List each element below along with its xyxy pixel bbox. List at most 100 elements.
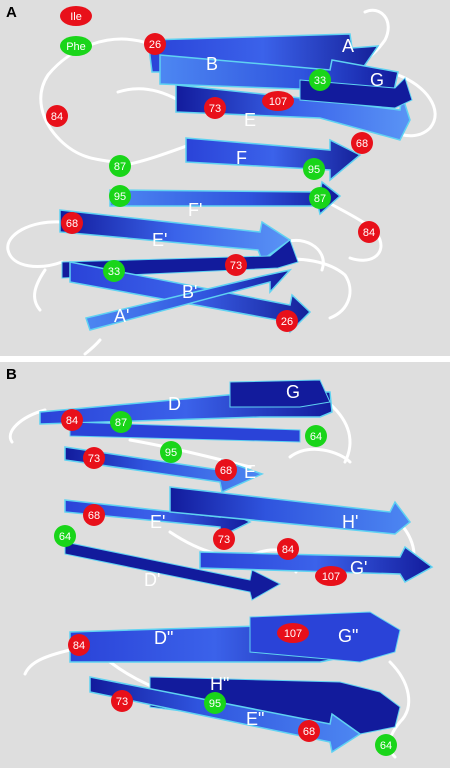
legend-phe-marker [60, 36, 92, 56]
strand-label-e-double-prime: E" [246, 709, 264, 729]
residues-b: 84 87 64 73 95 68 68 64 73 84 107 107 84… [54, 409, 397, 756]
residue-marker: 84 [277, 538, 299, 560]
residue-marker: 73 [204, 97, 226, 119]
residue-marker: 68 [351, 132, 373, 154]
strand-label-d-prime: D' [144, 570, 160, 590]
svg-text:68: 68 [303, 726, 315, 738]
svg-text:68: 68 [356, 138, 368, 150]
svg-text:68: 68 [66, 218, 78, 230]
strand-label-a-prime: A' [114, 306, 129, 326]
residue-marker: 84 [61, 409, 83, 431]
residue-marker: 73 [213, 528, 235, 550]
residue-marker: 33 [309, 69, 331, 91]
residue-marker: 107 [262, 91, 294, 111]
middle-sheet [64, 486, 434, 601]
strand-label-b-prime: B' [182, 282, 197, 302]
svg-text:73: 73 [116, 696, 128, 708]
svg-text:95: 95 [114, 191, 126, 203]
residue-marker: 87 [110, 411, 132, 433]
strand-labels-a: A B G E F F' E' B' A' [114, 36, 384, 326]
residue-marker: 26 [276, 310, 298, 332]
residue-marker: 68 [61, 212, 83, 234]
svg-text:68: 68 [88, 510, 100, 522]
panel-a-structure: Ile Phe A B G E F F' E' B' A' 26 33 84 7… [6, 6, 437, 356]
residue-marker: 73 [111, 690, 133, 712]
svg-text:33: 33 [314, 75, 326, 87]
legend-ile-marker [60, 6, 92, 26]
strand-label-e-prime: E' [150, 512, 165, 532]
panel-a: A [0, 0, 450, 356]
residue-marker: 84 [46, 105, 68, 127]
strand-h-prime-shape [169, 486, 412, 535]
strand-label-g-prime: G' [350, 558, 367, 578]
strand-label-a: A [342, 36, 354, 56]
svg-text:68: 68 [220, 465, 232, 477]
strand-label-d-double-prime: D" [154, 628, 173, 648]
svg-text:64: 64 [310, 431, 322, 443]
svg-text:107: 107 [284, 628, 302, 640]
svg-text:87: 87 [115, 417, 127, 429]
svg-text:107: 107 [269, 96, 287, 108]
svg-text:87: 87 [314, 193, 326, 205]
panel-b-structure: D G E E' H' D' G' D" G" H" E" 84 87 64 7… [8, 379, 434, 759]
strand-label-e: E [244, 462, 256, 482]
svg-text:84: 84 [66, 415, 78, 427]
strand-label-d: D [168, 394, 181, 414]
strand-label-e-prime: E' [152, 230, 167, 250]
svg-text:84: 84 [282, 544, 294, 556]
upper-sheet [147, 33, 413, 182]
residue-marker: 95 [303, 158, 325, 180]
strand-label-h-prime: H' [342, 512, 358, 532]
strand-g-double-prime-shape [249, 611, 401, 663]
strand-label-g: G [286, 382, 300, 402]
svg-text:73: 73 [209, 103, 221, 115]
residue-marker: 95 [160, 441, 182, 463]
svg-text:95: 95 [308, 164, 320, 176]
svg-text:64: 64 [59, 531, 71, 543]
residue-marker: 26 [144, 33, 166, 55]
residue-marker: 84 [68, 634, 90, 656]
strand-f-shape [185, 137, 362, 182]
residue-marker: 68 [215, 459, 237, 481]
residue-marker: 107 [315, 566, 347, 586]
svg-text:84: 84 [363, 227, 375, 239]
svg-text:107: 107 [322, 571, 340, 583]
strand-f-prime-shape [109, 180, 342, 216]
bottom-sheet [69, 611, 401, 754]
residue-marker: 95 [204, 692, 226, 714]
legend-phe-label: Phe [66, 41, 86, 53]
strand-label-h-double-prime: H" [210, 674, 229, 694]
svg-text:84: 84 [51, 111, 63, 123]
strand-e-prime-shape [59, 209, 292, 262]
svg-text:33: 33 [108, 266, 120, 278]
residue-marker: 84 [358, 221, 380, 243]
residue-marker: 64 [54, 525, 76, 547]
svg-text:73: 73 [230, 260, 242, 272]
strand-label-f: F [236, 148, 247, 168]
residue-marker: 68 [83, 504, 105, 526]
panel-letter-b: B [6, 366, 17, 383]
svg-text:73: 73 [88, 453, 100, 465]
strand-d-prime-shape [64, 541, 282, 601]
residue-marker: 87 [109, 155, 131, 177]
svg-text:87: 87 [114, 161, 126, 173]
strand-label-g: G [370, 70, 384, 90]
panel-letter-a: A [6, 4, 17, 21]
residue-marker: 87 [309, 187, 331, 209]
strand-g-prime-shape [199, 545, 434, 584]
residue-marker: 95 [109, 185, 131, 207]
residues-a: 26 33 84 73 107 68 87 95 95 87 68 84 33 … [46, 33, 380, 332]
strand-label-e: E [244, 110, 256, 130]
residue-marker: 73 [225, 254, 247, 276]
panel-b: B [0, 362, 450, 768]
residue-marker: 68 [298, 720, 320, 742]
residue-marker: 33 [103, 260, 125, 282]
legend: Ile Phe [60, 6, 92, 56]
svg-text:84: 84 [73, 640, 85, 652]
svg-text:95: 95 [209, 698, 221, 710]
legend-ile-label: Ile [70, 11, 82, 23]
svg-text:95: 95 [165, 447, 177, 459]
strand-labels-b: D G E E' H' D' G' D" G" H" E" [144, 382, 367, 729]
svg-text:26: 26 [149, 39, 161, 51]
residue-marker: 64 [375, 734, 397, 756]
